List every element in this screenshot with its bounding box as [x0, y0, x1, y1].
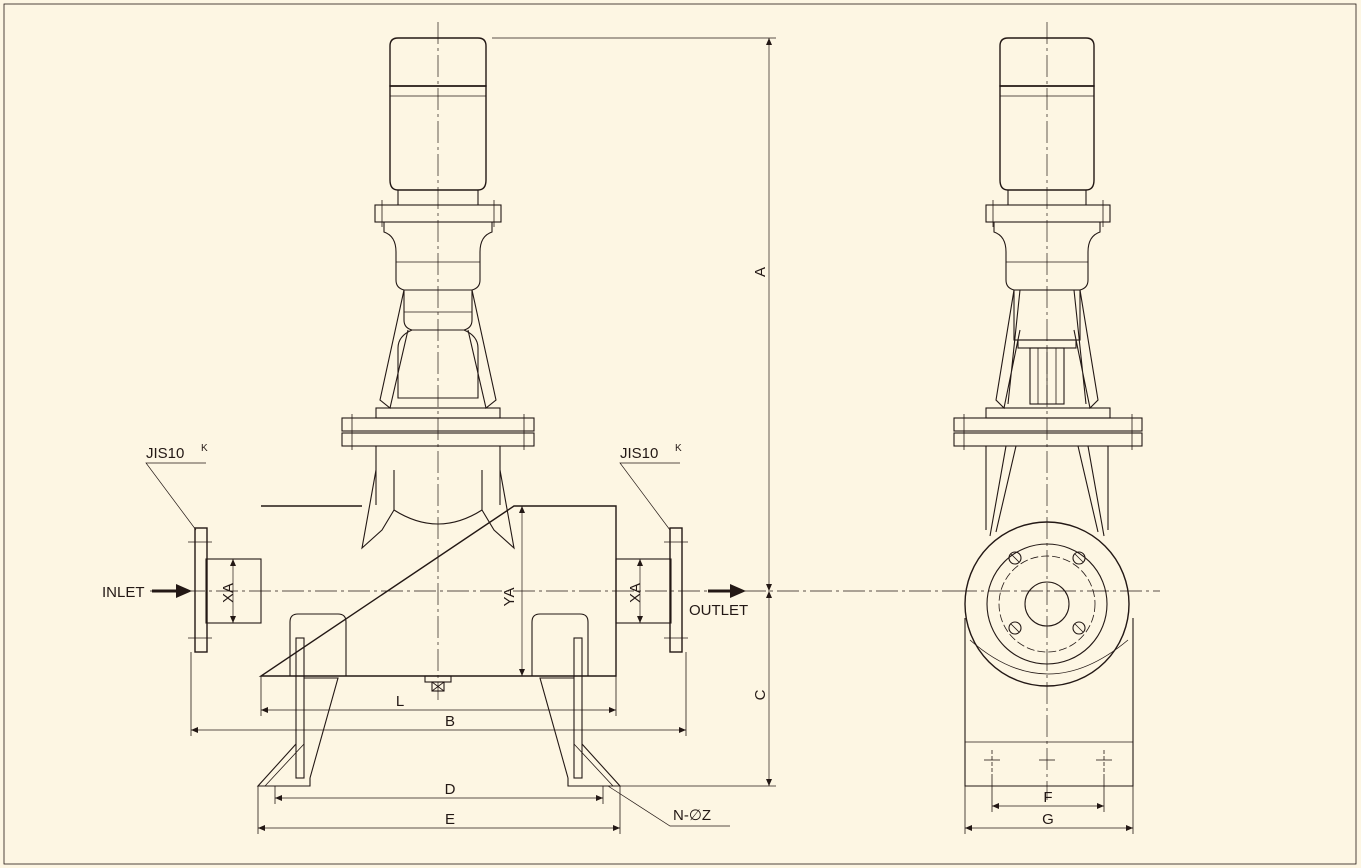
inlet-flange-leader [145, 462, 206, 531]
dim-a-label: A [752, 267, 769, 277]
inlet-flange-standard-label: JIS10 [146, 445, 184, 462]
side-volute-outer [964, 521, 1130, 687]
hole-label: N-∅Z [673, 807, 711, 824]
casing-rib-left [361, 469, 395, 550]
dim-ya-arrow-bottom [519, 669, 525, 676]
outlet-flange-standard-label: JIS10 [620, 445, 658, 462]
upper-flange [374, 204, 502, 223]
dim-b-label: B [445, 713, 455, 730]
main-flange-upper [341, 417, 535, 432]
side-main-flange-upper [953, 417, 1143, 432]
coupling-housing-upper [383, 222, 493, 291]
front-view: JIS10 K JIS10 K INLET OUTLET XA XA YA [102, 22, 955, 834]
side-bracket-stay-left [995, 289, 1021, 410]
outlet-flange-standard-superscript: K [675, 443, 682, 454]
side-bracket-stay-right [1073, 289, 1099, 410]
outlet-arrow-icon [708, 584, 746, 598]
dim-d-label: D [445, 781, 456, 798]
dim-e-label: E [445, 811, 455, 828]
inlet-flange-standard-superscript: K [201, 443, 208, 454]
side-base-stand [964, 618, 1134, 787]
coupling-housing-mid [403, 290, 473, 331]
dim-g-label: G [1042, 811, 1054, 828]
dim-ya-label: YA [501, 588, 518, 607]
side-casing-walls [985, 446, 1109, 530]
side-flange-bolt-holes [1008, 551, 1086, 635]
inlet-arrow-icon [152, 584, 192, 598]
inlet-flange [194, 527, 208, 653]
drawing-frame [3, 3, 1357, 865]
inlet-pipe [205, 558, 262, 624]
outlet-flange-leader [619, 462, 680, 531]
main-flange-lower [341, 432, 535, 447]
inlet-label: INLET [102, 584, 145, 601]
outlet-flange [669, 527, 683, 653]
side-motor-cap [999, 37, 1095, 87]
right-foot [531, 613, 622, 787]
side-view: F G [953, 22, 1160, 834]
casing-bowl [393, 509, 483, 525]
dim-xa-outlet-arrow-bottom [637, 616, 643, 623]
casing-neck [375, 446, 501, 505]
outlet-pipe [615, 558, 672, 624]
side-pedestal-top [985, 407, 1111, 419]
side-anchor-hole-marks [984, 750, 1112, 774]
dim-xa-outlet-arrow-top [637, 559, 643, 566]
outlet-label: OUTLET [689, 602, 748, 619]
drain-plug-icon [424, 675, 452, 692]
side-volute-ring [986, 543, 1108, 665]
side-volute-pcd [998, 555, 1096, 653]
dim-c-label: C [752, 689, 769, 700]
dim-xa-outlet-label: XA [627, 583, 644, 603]
side-coupling-internals [1029, 347, 1065, 405]
coupling-housing-lower [397, 329, 479, 399]
dim-l-label: L [396, 693, 404, 710]
dim-xa-inlet-arrow-bottom [230, 616, 236, 623]
dim-f-label: F [1043, 789, 1052, 806]
side-rib-left [989, 445, 1017, 537]
dim-xa-inlet-arrow-top [230, 559, 236, 566]
left-foot [256, 613, 347, 787]
bracket-stay-left [379, 289, 409, 409]
bracket-stay-right [467, 289, 497, 409]
dim-ya-arrow-top [519, 506, 525, 513]
casing-rib-right [481, 469, 515, 550]
side-main-flange-lower [953, 432, 1143, 447]
hole-leader [607, 785, 730, 827]
side-rib-right [1077, 445, 1105, 537]
side-upper-flange [985, 204, 1111, 223]
motor-cap [389, 37, 487, 87]
dim-xa-inlet-label: XA [220, 583, 237, 603]
side-volute-bore [1024, 581, 1070, 627]
